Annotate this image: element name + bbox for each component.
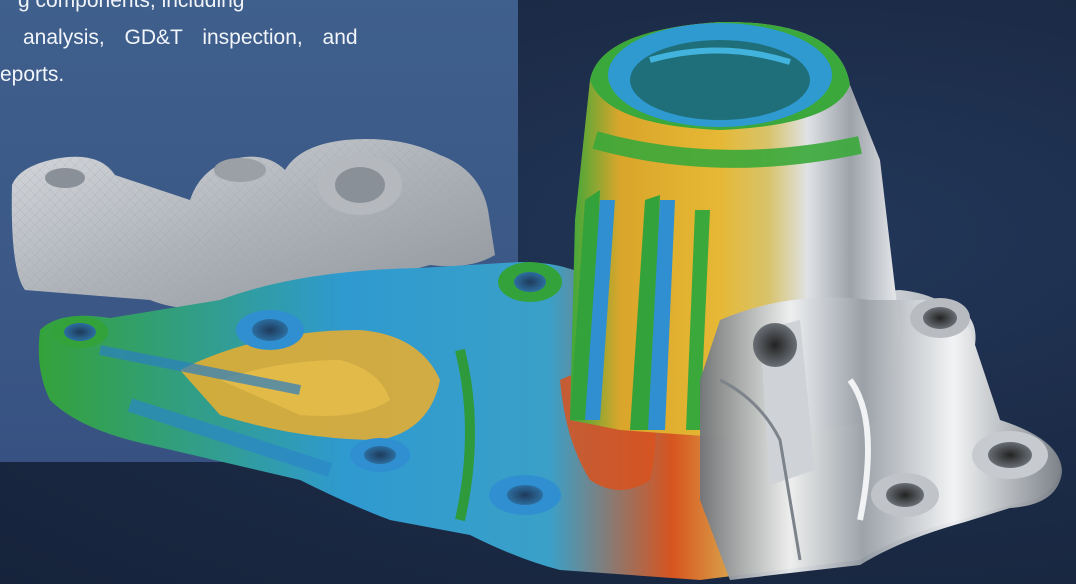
- description-line-2: analysis, GD&T inspection, and: [23, 26, 358, 49]
- description-line-1: g components, including: [18, 0, 245, 12]
- mounting-holes: [52, 262, 562, 515]
- mesh-region: [11, 139, 495, 310]
- description-line-3: eports.: [0, 63, 65, 86]
- chrome-region: [700, 297, 1062, 580]
- description-text: g components, including analysis, GD&T i…: [0, 0, 430, 93]
